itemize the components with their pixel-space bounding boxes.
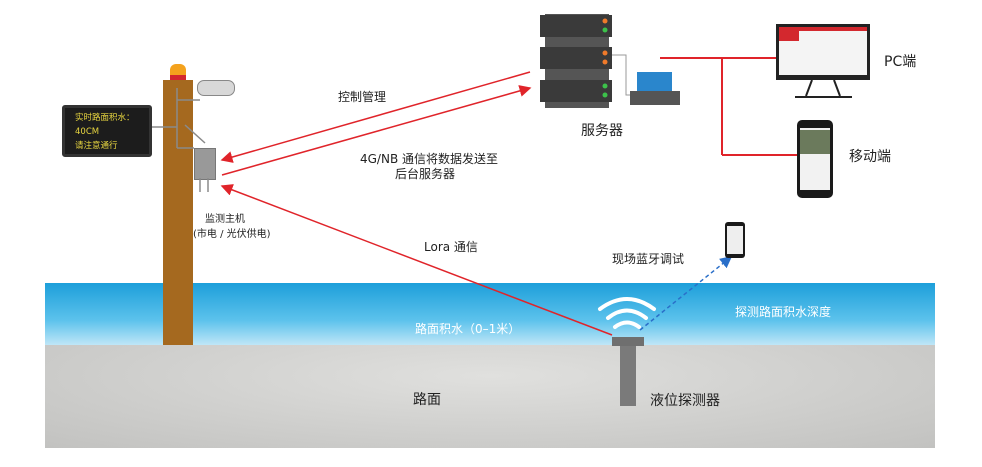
sign-line-1: 实时路面积水：	[75, 113, 135, 123]
detector-label: 液位探测器	[650, 393, 720, 409]
lora-label: Lora 通信	[424, 240, 478, 254]
water-label: 路面积水（0–1米）	[415, 322, 521, 336]
road-surface	[45, 345, 935, 448]
camera-icon	[197, 80, 235, 96]
wifi-signal-icon	[598, 297, 656, 329]
upload-label-line2: 后台服务器	[395, 167, 456, 181]
upload-arrow	[221, 85, 532, 176]
control-arrow	[220, 71, 531, 163]
bluetooth-label: 现场蓝牙调试	[612, 252, 685, 266]
led-sign: 实时路面积水： 40CM 请注意通行	[62, 105, 152, 157]
alarm-light-icon	[170, 64, 186, 80]
server-rack-icon	[540, 14, 632, 108]
pole	[163, 80, 193, 345]
upload-label-line1: 4G/NB 通信将数据发送至	[360, 152, 499, 166]
mobile-phone-icon	[797, 120, 833, 198]
sign-line-3: 请注意通行	[75, 141, 118, 151]
host-label: 监测主机	[205, 214, 245, 225]
water-layer	[45, 283, 935, 345]
pc-monitor-icon	[776, 24, 870, 98]
laptop-icon	[630, 72, 680, 105]
bluetooth-arrow	[639, 256, 733, 331]
sign-line-2: 40CM	[75, 127, 100, 137]
pole-wiring	[152, 88, 209, 192]
monitoring-host-box	[194, 148, 216, 180]
detect-depth-label: 探测路面积水深度	[735, 305, 832, 319]
pc-label: PC端	[884, 54, 917, 70]
debug-phone-icon	[725, 222, 745, 258]
network-lines	[660, 57, 797, 156]
control-label: 控制管理	[338, 90, 387, 104]
lora-arrow	[220, 184, 613, 336]
level-detector-icon	[612, 337, 644, 406]
host-power-label: (市电 / 光伏供电)	[193, 229, 271, 240]
mobile-label: 移动端	[849, 149, 891, 165]
server-label: 服务器	[581, 123, 623, 139]
road-label: 路面	[413, 392, 441, 408]
